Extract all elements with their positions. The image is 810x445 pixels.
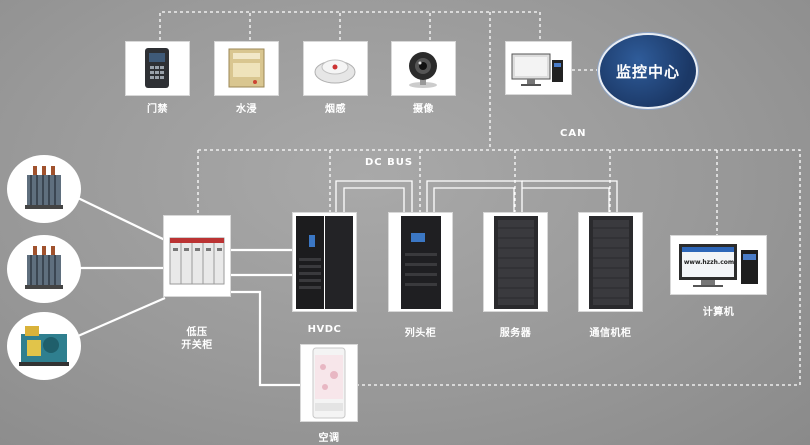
communication-cabinet bbox=[578, 212, 643, 312]
power-source-transformer bbox=[7, 235, 81, 303]
column-cabinet-label: 列头柜 bbox=[404, 328, 437, 339]
transformer-icon bbox=[25, 166, 63, 209]
sensor-label: 水浸 bbox=[236, 104, 257, 115]
hvdc-label: HVDC bbox=[307, 324, 342, 335]
computer-label: 计算机 bbox=[702, 307, 735, 318]
computer-icon bbox=[679, 244, 758, 287]
power-source-transformer bbox=[7, 155, 81, 223]
transformer-icon bbox=[25, 246, 63, 289]
monitor-icon bbox=[511, 53, 563, 86]
sensor-water-leak bbox=[214, 41, 279, 96]
communication-cabinet-icon bbox=[589, 216, 633, 309]
sensor-camera bbox=[391, 41, 456, 96]
smoke-detector-icon bbox=[314, 59, 356, 84]
power-source-generator bbox=[7, 312, 81, 380]
low-voltage-switchgear bbox=[163, 215, 231, 297]
monitor-workstation bbox=[505, 41, 572, 95]
sensor-access-control bbox=[125, 41, 190, 96]
air-conditioner bbox=[300, 344, 358, 422]
column-cabinet-icon bbox=[401, 216, 441, 309]
switchgear-label: 低压 开关柜 bbox=[181, 327, 213, 351]
switchgear-cabinet-icon bbox=[169, 237, 225, 285]
computer-screen-text: www.hzzh.com bbox=[683, 259, 735, 266]
server-label: 服务器 bbox=[499, 328, 532, 339]
sensor-smoke bbox=[303, 41, 368, 96]
air-conditioner-icon bbox=[312, 347, 346, 419]
dc-bus-label: DC BUS bbox=[365, 157, 414, 168]
column-head-cabinet bbox=[388, 212, 453, 312]
access-control-panel-icon bbox=[145, 48, 169, 88]
computer-terminal: www.hzzh.com bbox=[670, 235, 767, 295]
server-rack bbox=[483, 212, 548, 312]
can-label: CAN bbox=[560, 128, 587, 139]
water-leak-sensor-icon bbox=[228, 48, 265, 88]
sensor-label: 摄像 bbox=[413, 104, 434, 115]
generator-icon bbox=[19, 326, 69, 366]
sensor-label: 烟感 bbox=[325, 104, 346, 115]
server-rack-icon bbox=[494, 216, 538, 309]
monitoring-center-hub: 监控中心 bbox=[598, 33, 698, 109]
sensor-label: 门禁 bbox=[147, 104, 168, 115]
hvdc-unit bbox=[292, 212, 357, 312]
monitoring-center-label: 监控中心 bbox=[615, 62, 680, 81]
hvdc-cabinet-icon bbox=[296, 216, 353, 309]
air-conditioner-label: 空调 bbox=[318, 433, 340, 444]
comm-cabinet-label: 通信机柜 bbox=[589, 328, 632, 339]
camera-icon bbox=[409, 52, 437, 88]
